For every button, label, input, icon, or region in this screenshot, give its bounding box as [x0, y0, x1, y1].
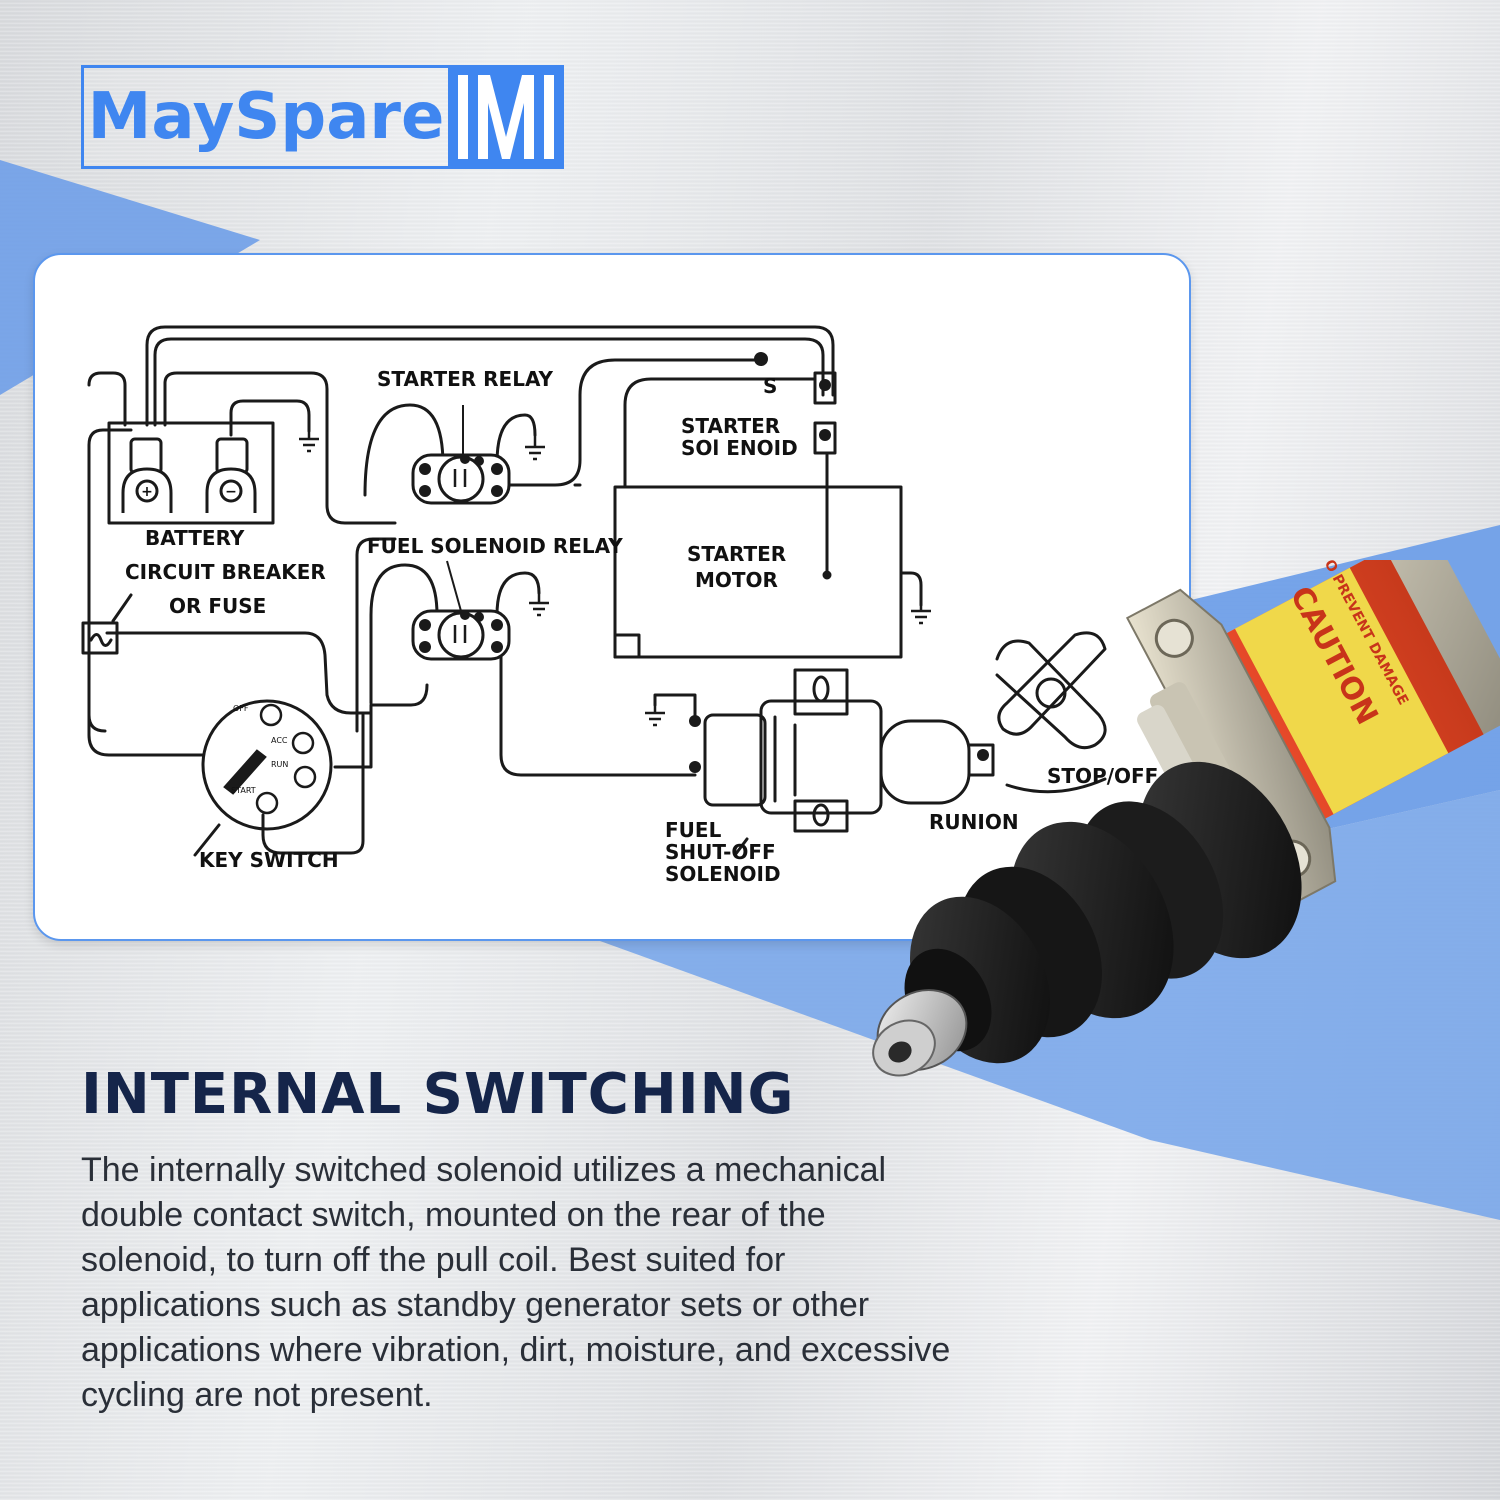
rubber-boot	[904, 761, 1302, 1064]
brand-logo[interactable]: MaySpare	[81, 65, 564, 169]
label-runion: RUNION	[929, 810, 1019, 834]
plunger-end	[872, 989, 968, 1077]
label-circuit-breaker-2: OR FUSE	[169, 594, 266, 618]
solenoid-terminal-nuts	[689, 352, 989, 773]
label-starter-motor-1: STARTER	[687, 542, 786, 566]
key-pos-off: OFF	[233, 704, 249, 713]
battery-plus: +	[141, 484, 153, 500]
label-battery: BATTERY	[145, 526, 245, 550]
key-pos-run: RUN	[271, 760, 288, 769]
wire-relay-to-s-terminal	[508, 358, 757, 487]
battery-terminals	[121, 437, 257, 513]
brand-name: MaySpare	[81, 65, 448, 169]
label-starter-solenoid-1: STARTER	[681, 414, 780, 438]
key-switch-contacts	[223, 703, 317, 815]
solenoid-product-image: CAUTION TO PREVENT DAMAGE	[872, 560, 1500, 1077]
label-key-switch: KEY SWITCH	[199, 848, 339, 872]
fuel-solenoid-relay-symbol	[411, 560, 511, 661]
label-starter-relay: STARTER RELAY	[377, 367, 554, 391]
battery-box	[107, 421, 275, 525]
battery-minus: −	[225, 484, 237, 500]
key-switch-dial	[201, 699, 333, 831]
fuel-solenoid-body	[703, 713, 767, 807]
runion-lever-2	[997, 631, 1107, 736]
starter-solenoid-outline	[623, 377, 817, 489]
label-fuel-shutoff-2: SHUT-OFF	[665, 840, 776, 864]
fuel-solenoid-boot	[879, 719, 971, 805]
wire-battery-to-solenoid	[145, 325, 835, 427]
label-starter-solenoid-2: SOl ENOID	[681, 436, 798, 460]
label-fuel-shutoff-1: FUEL	[665, 818, 722, 842]
mayspare-m-mark-icon	[448, 65, 564, 169]
wiring-diagram-card: + − OFF ACC RUN START S STARTER RELAY ST…	[33, 253, 1191, 941]
circuit-breaker-box	[81, 621, 119, 655]
section-description: The internally switched solenoid utilize…	[81, 1151, 951, 1414]
wire-left-outer	[87, 428, 133, 733]
s-terminal-label: S	[763, 374, 777, 398]
wiring-diagram: + − OFF ACC RUN START S STARTER RELAY ST…	[81, 325, 1158, 886]
label-circuit-breaker-1: CIRCUIT BREAKER	[125, 560, 326, 584]
key-pos-start: START	[231, 786, 256, 795]
section-title: INTERNAL SWITCHING	[81, 1062, 795, 1127]
label-fuel-solenoid-relay: FUEL SOLENOID RELAY	[367, 534, 623, 558]
label-stop-off: STOP/OFF	[1047, 764, 1158, 788]
starter-relay-symbol	[411, 405, 511, 505]
wire-fuel-relay-to-solenoid	[499, 633, 697, 777]
label-fuel-shutoff-3: SOLENOID	[665, 862, 781, 886]
label-starter-motor-2: MOTOR	[695, 568, 778, 592]
key-pos-acc: ACC	[271, 736, 288, 745]
runion-lever-1	[995, 639, 1107, 750]
ground-symbols	[299, 431, 931, 727]
